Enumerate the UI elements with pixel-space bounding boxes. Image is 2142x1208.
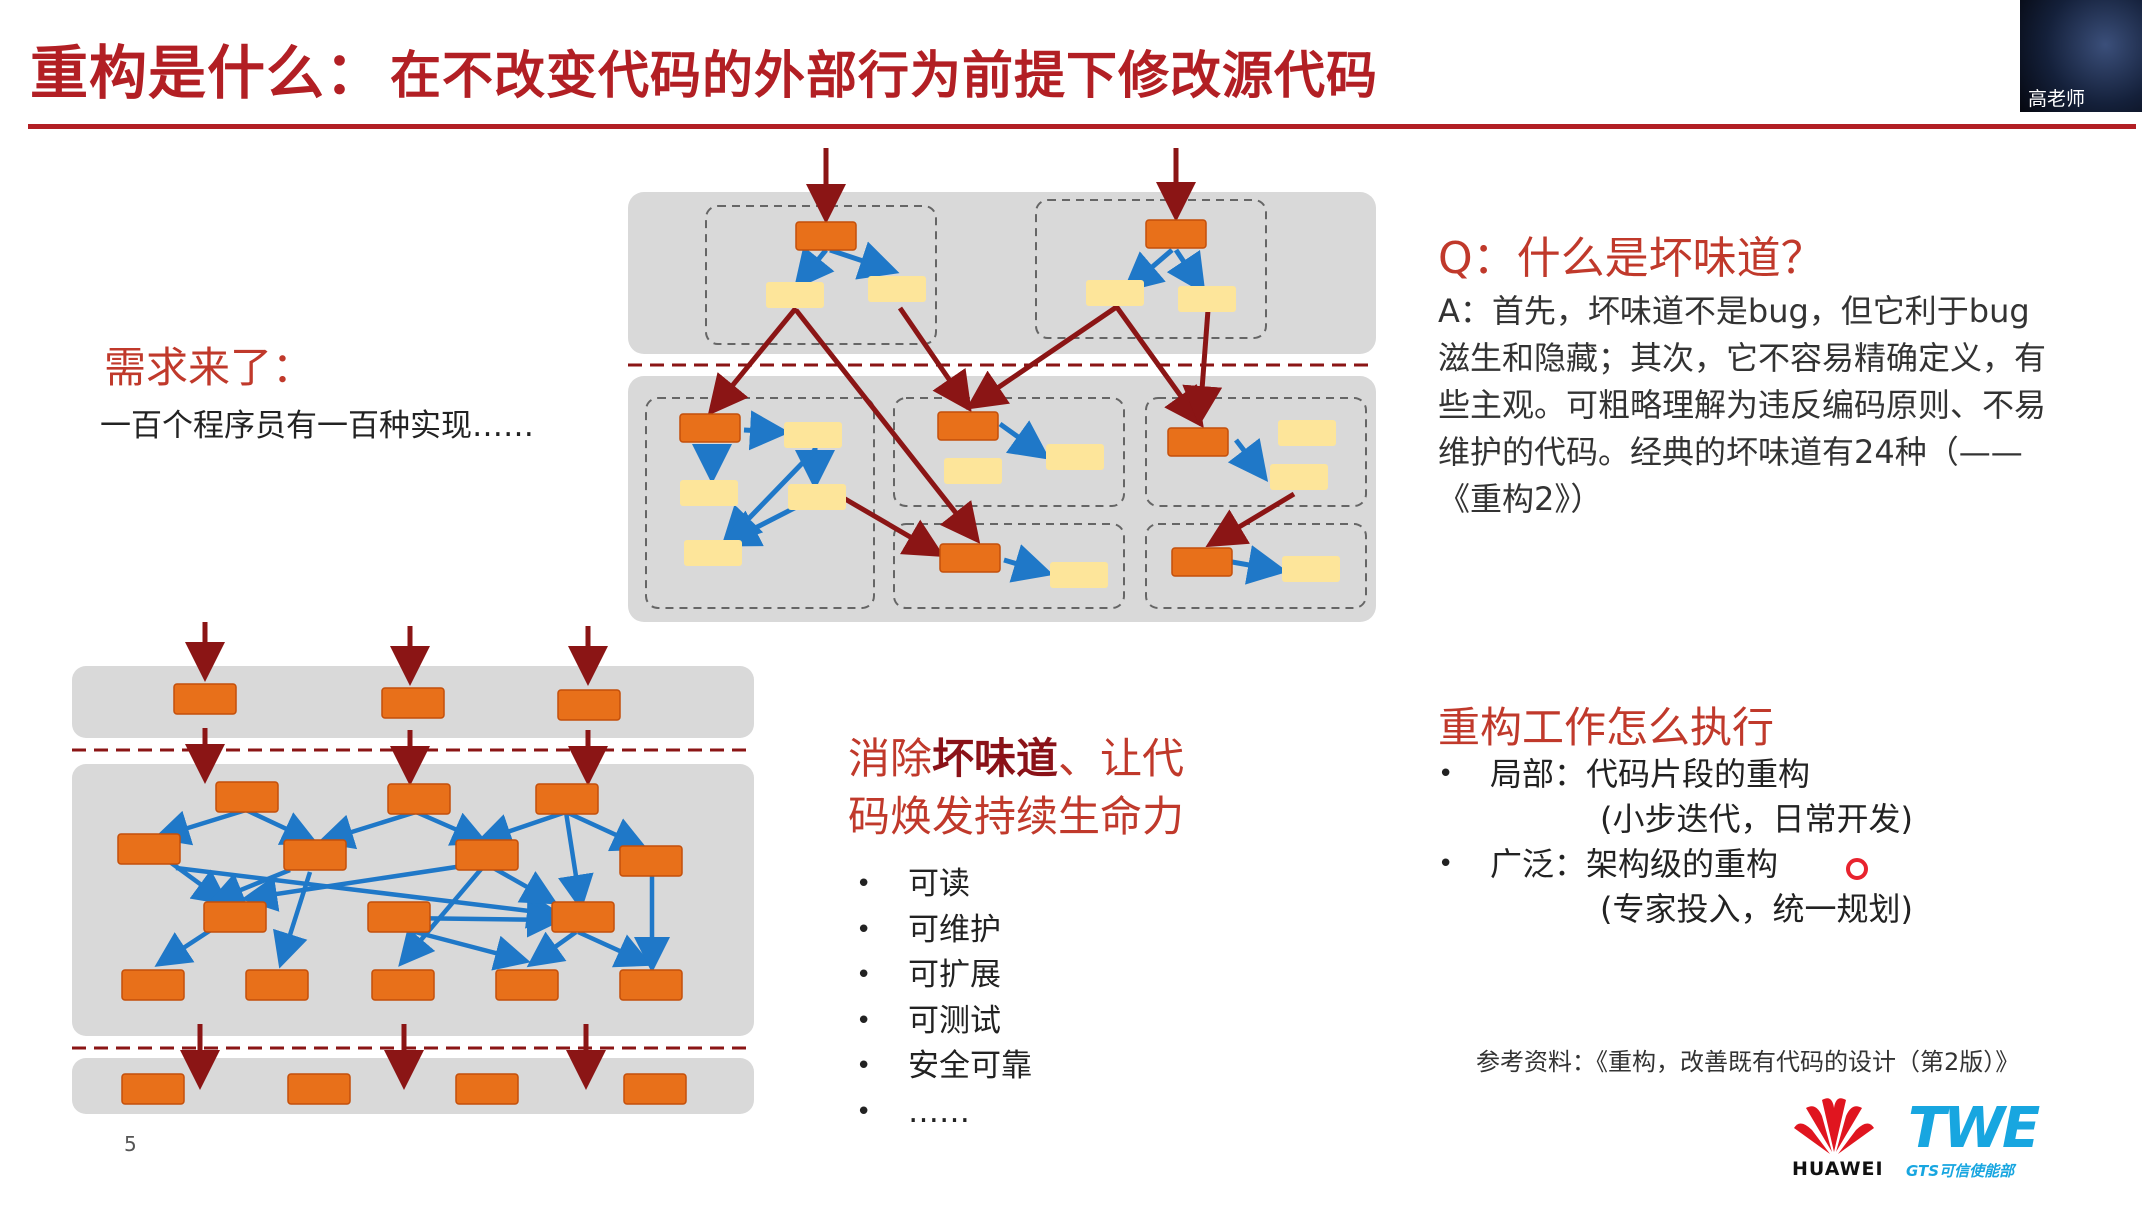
how-list: 局部：代码片段的重构 (小步迭代，日常开发) 广泛：架构级的重构 (专家投入，统… <box>1438 752 1913 932</box>
how-item-detail: (专家投入，统一规划) <box>1600 890 1913 928</box>
remove-title-suffix: 、让代码焕发持续生命力 <box>848 734 1185 841</box>
laser-pointer <box>1846 858 1868 880</box>
twe-logo-text: TWE <box>1908 1096 2040 1161</box>
requirement-heading: 需求来了： <box>104 343 315 392</box>
list-item: 安全可靠 <box>850 1044 1032 1090</box>
remove-title-emphasis: 坏味道 <box>932 734 1059 783</box>
presenter-webcam <box>2020 0 2142 112</box>
requirement-text: 一百个程序员有一百种实现…… <box>100 408 534 444</box>
remove-title-prefix: 消除 <box>848 734 933 783</box>
list-item: 可维护 <box>850 908 1032 954</box>
gts-logo-text: GTS可信使能部 <box>1906 1162 2015 1180</box>
question-text: Q：什么是坏味道？ <box>1438 233 1825 284</box>
reference-text: 参考资料：《重构，改善既有代码的设计（第2版）》 <box>1476 1048 2020 1076</box>
title-divider <box>28 124 2136 129</box>
huawei-logo-icon <box>1794 1098 1874 1154</box>
benefit-list: 可读 可维护 可扩展 可测试 安全可靠 …… <box>850 862 1032 1135</box>
how-heading: 重构工作怎么执行 <box>1438 703 1775 752</box>
list-item: 可测试 <box>850 999 1032 1045</box>
remove-smell-title: 消除坏味道、让代码焕发持续生命力 <box>848 730 1208 846</box>
how-item-label: 广泛：架构级的重构 <box>1438 842 1913 887</box>
title-main: 重构是什么： <box>30 39 385 107</box>
title-subtitle: 在不改变代码的外部行为前提下修改源代码 <box>390 47 1379 106</box>
answer-text: A：首先，坏味道不是bug，但它利于bug滋生和隐藏；其次，它不容易精确定义，有… <box>1438 292 2047 518</box>
layered-architecture-diagram <box>72 622 754 1114</box>
list-item: 可扩展 <box>850 953 1032 999</box>
page-number: 5 <box>124 1132 137 1156</box>
messy-code-diagram <box>628 148 1376 622</box>
huawei-logo-text: HUAWEI <box>1792 1158 1884 1180</box>
list-item: …… <box>850 1090 1032 1136</box>
how-item-detail: (小步迭代，日常开发) <box>1600 800 1913 838</box>
presenter-name: 高老师 <box>2028 88 2086 110</box>
slide-title: 重构是什么：在不改变代码的外部行为前提下修改源代码 <box>30 28 1378 118</box>
how-item-label: 局部：代码片段的重构 <box>1438 752 1913 797</box>
list-item: 可读 <box>850 862 1032 908</box>
